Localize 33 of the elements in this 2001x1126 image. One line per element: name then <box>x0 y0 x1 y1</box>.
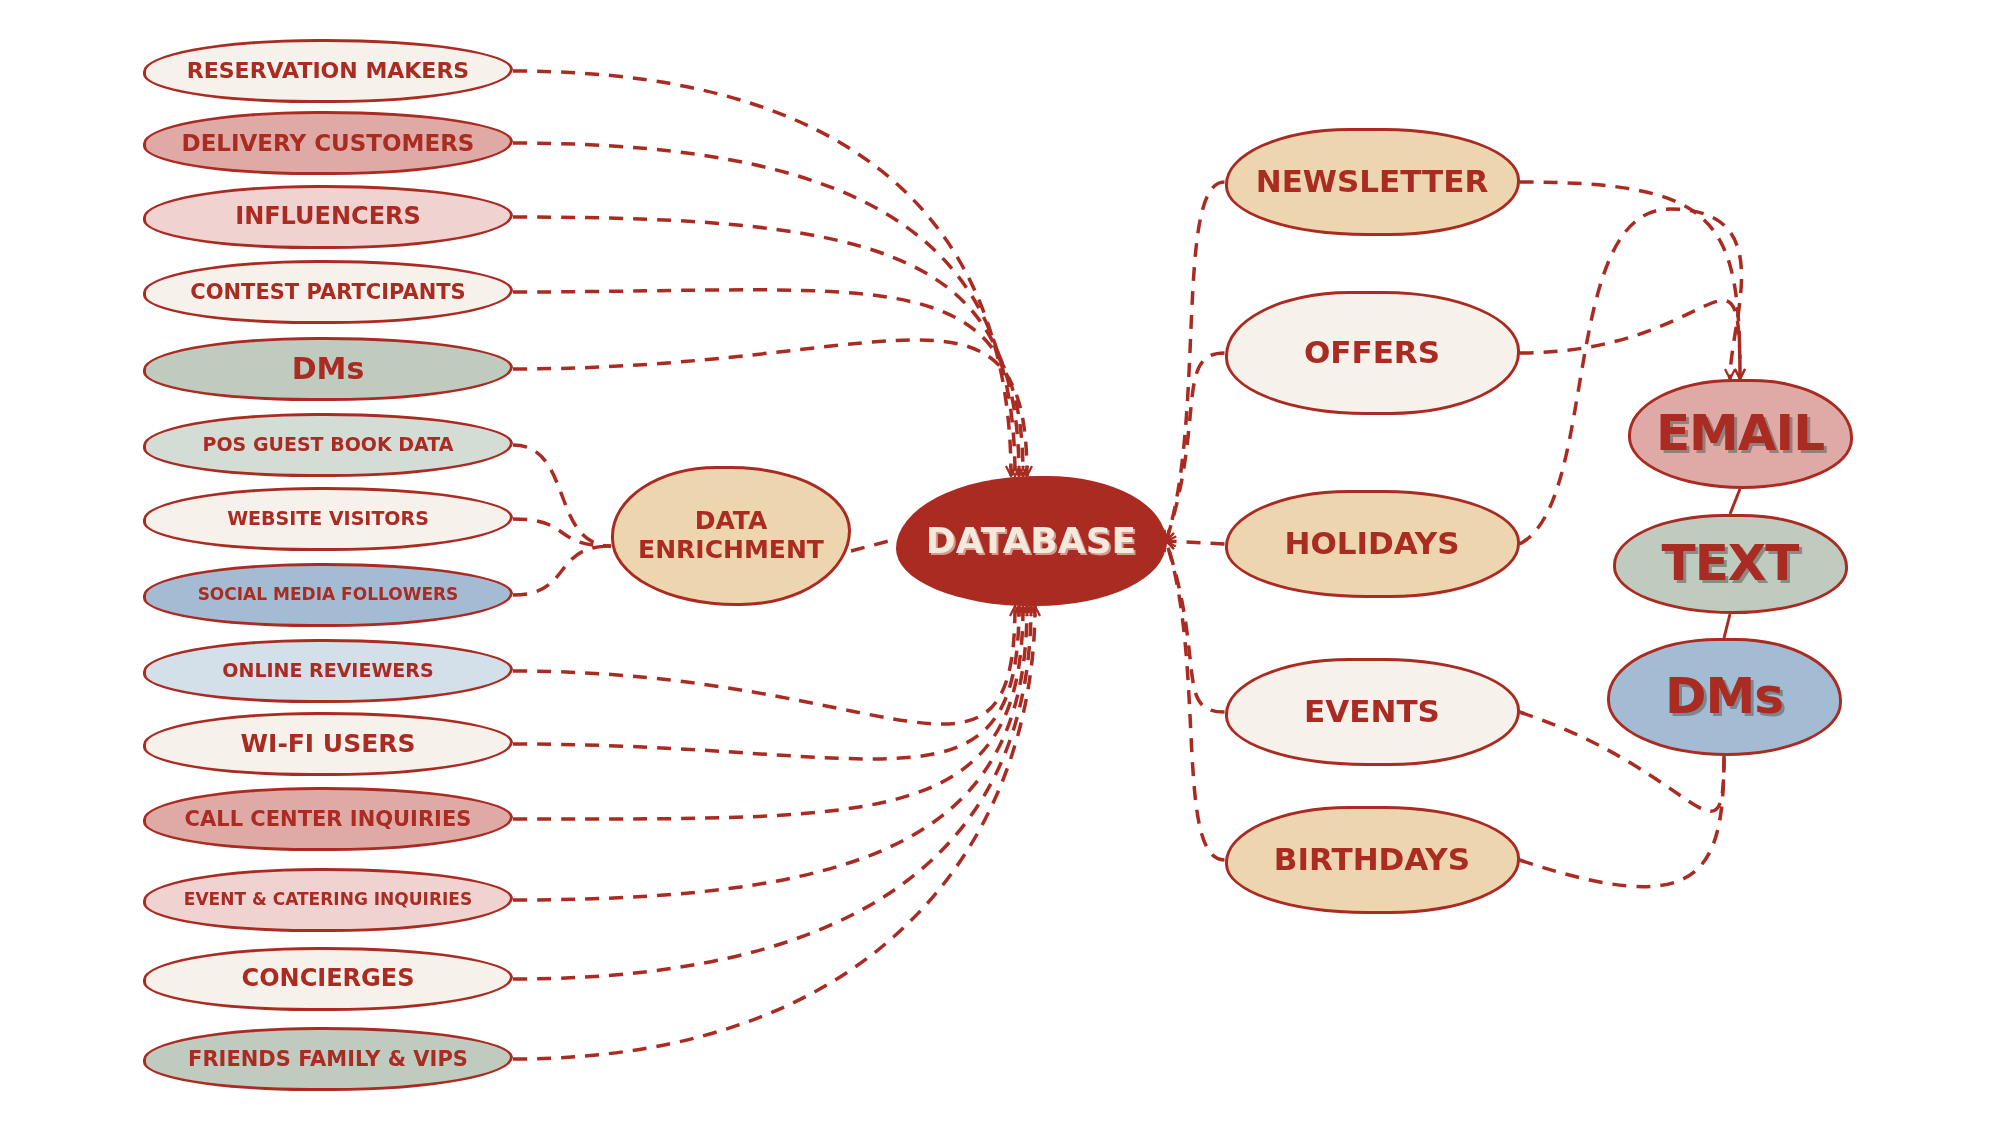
bubble-label: ONLINE REVIEWERS <box>222 660 434 682</box>
bubble-label: OFFERS <box>1303 335 1441 371</box>
bubble-label: HOLIDAYS <box>1284 526 1460 562</box>
connector-arrow <box>512 338 1033 478</box>
bubble-label: DELIVERY CUSTOMERS <box>181 129 475 157</box>
bubble-label: NEWSLETTER <box>1255 164 1489 200</box>
bubble-label: DATABASE <box>925 520 1137 562</box>
bubble-label: RESERVATION MAKERS <box>186 58 470 84</box>
bubble-label: BIRTHDAYS <box>1273 842 1471 878</box>
bubble-label: WI-FI USERS <box>240 729 416 759</box>
bubble-label: EMAIL <box>1655 405 1825 463</box>
bubble-label: DATA ENRICHMENT <box>637 507 825 565</box>
bubble-label: DMs <box>1665 668 1783 726</box>
bubble-label: EVENTS <box>1304 694 1440 730</box>
bubble-label: POS GUEST BOOK DATA <box>202 434 454 456</box>
connector-arrow <box>512 604 1041 1061</box>
connector-arrow <box>1518 207 1744 546</box>
connector-arrow <box>513 215 1025 478</box>
bubble-label: TEXT <box>1661 535 1799 593</box>
bubble-label: CONTEST PARTCIPANTS <box>190 279 466 305</box>
bubble-label: INFLUENCERS <box>235 203 421 231</box>
bubble-label: CALL CENTER INQUIRIES <box>184 806 472 832</box>
bubble-label: SOCIAL MEDIA FOLLOWERS <box>197 585 459 605</box>
bubble-label: DMs <box>291 351 365 387</box>
bubble-label: WEBSITE VISITORS <box>227 508 429 530</box>
bubble-label: EVENT & CATERING INQUIRIES <box>183 890 473 910</box>
bubble-label: CONCIERGES <box>241 965 415 993</box>
connector-arrow <box>512 141 1021 478</box>
connector-arrow <box>513 604 1029 821</box>
connector-arrow <box>1519 299 1746 381</box>
connector-arrow <box>512 69 1017 478</box>
bubble-label: FRIENDS FAMILY & VIPS <box>188 1046 468 1072</box>
connector-arrow <box>512 604 1033 902</box>
